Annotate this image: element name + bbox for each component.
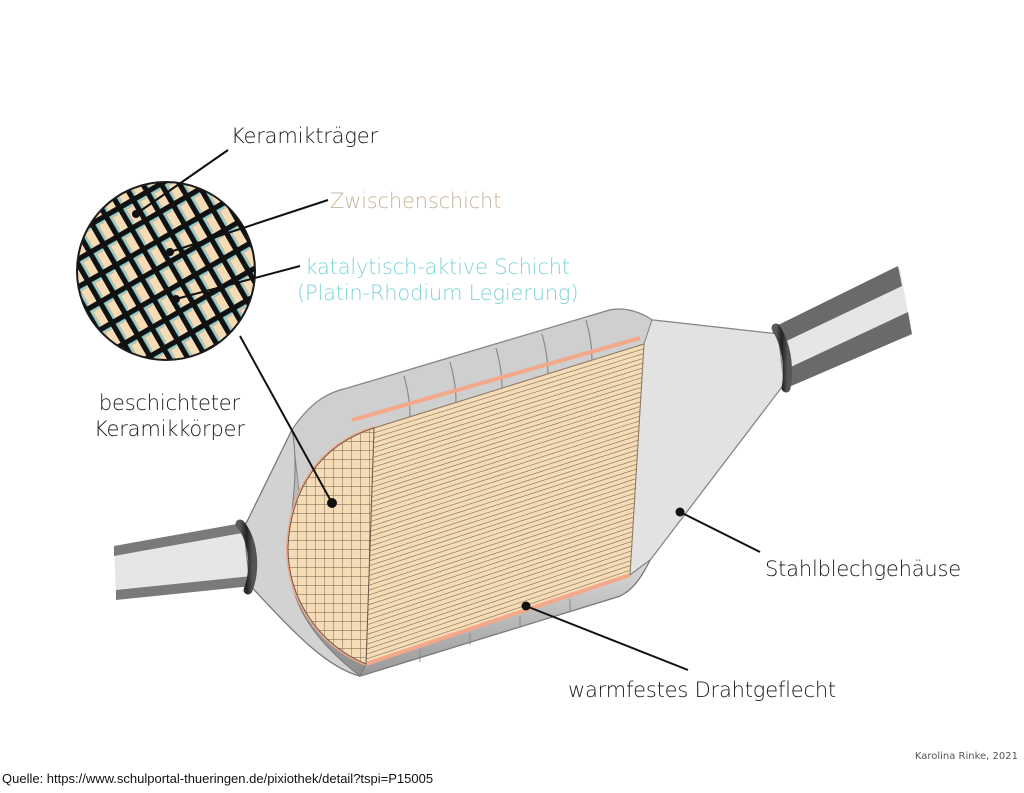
ceramic-channel-line	[370, 449, 638, 537]
ceramic-end-face	[287, 427, 375, 665]
ceramic-channel-line	[372, 396, 641, 483]
ceramic-channel-line	[373, 358, 644, 444]
ceramic-channel-line	[369, 468, 637, 557]
ceramic-channel-line	[366, 550, 632, 640]
ceramic-channel-line	[367, 516, 634, 606]
source-line: Quelle: https://www.schulportal-thuering…	[2, 771, 434, 786]
ceramic-channel-line	[366, 569, 631, 660]
ceramic-channel-line	[366, 555, 632, 645]
label-katalytische-schicht-line2: (Platin-Rhodium Legierung)	[297, 281, 579, 305]
ceramic-channel-line	[367, 526, 634, 616]
ceramic-channel-line	[372, 386, 642, 473]
leader-dots	[132, 210, 685, 611]
label-zwischenschicht: Zwischenschicht	[330, 189, 502, 213]
ceramic-channel-line	[371, 425, 640, 512]
ceramic-channel-line	[371, 406, 641, 493]
inlet-ring	[235, 519, 258, 595]
ceramic-channel-line	[370, 430, 639, 517]
ceramic-channel-line	[372, 377, 643, 463]
ceramic-channel-line	[372, 391, 642, 478]
label-katalytische-schicht-line1: katalytisch-aktive Schicht	[305, 255, 570, 279]
ceramic-channel-line	[373, 348, 644, 434]
ceramic-channel-line	[371, 415, 640, 503]
ceramic-channel-line	[368, 502, 635, 591]
ceramic-channel-line	[368, 492, 636, 581]
ceramic-channel-line	[369, 473, 637, 562]
author-credit: Karolina Rinke, 2021	[914, 751, 1018, 762]
ceramic-channel-line	[366, 560, 631, 650]
ceramic-channel-line	[370, 454, 638, 542]
ceramic-channel-line	[372, 372, 643, 458]
ceramic-channel-line	[367, 521, 634, 611]
ceramic-channel-line	[366, 565, 631, 655]
outlet-ring	[771, 323, 793, 393]
ceramic-channel-line	[367, 536, 633, 625]
ceramic-channel-line	[367, 540, 633, 630]
ceramic-channel-line	[368, 507, 635, 596]
ceramic-channel-line	[368, 497, 635, 586]
ceramic-channel-line	[371, 411, 641, 498]
ceramic-channel-line	[366, 545, 632, 635]
ceramic-channel-line	[373, 367, 643, 453]
label-katalytische-schicht: katalytisch-aktive Schicht (Platin-Rhodi…	[297, 254, 579, 306]
ceramic-channel-line	[370, 439, 639, 527]
ceramic-channel-line	[370, 444, 638, 532]
label-keramiktraeger: Keramikträger	[231, 124, 378, 148]
ceramic-channel-line	[373, 362, 643, 449]
leader-lines	[135, 149, 761, 671]
ceramic-channel-line	[369, 463, 637, 552]
ceramic-channel-line	[369, 483, 636, 571]
label-beschichteter-line1: beschichteter	[98, 391, 240, 415]
inlet-pipe	[114, 522, 252, 600]
label-beschichteter-keramikkoerper: beschichteter Keramikkörper	[94, 390, 245, 442]
ceramic-body	[365, 343, 645, 665]
ceramic-channel-line	[368, 512, 634, 601]
ceramic-channel-line	[369, 478, 636, 566]
ceramic-channel-line	[373, 353, 644, 439]
ceramic-channel-line	[369, 459, 638, 547]
ceramic-channel-line	[371, 420, 640, 508]
outlet-pipe	[772, 266, 912, 390]
ceramic-channel-line	[367, 531, 633, 621]
label-beschichteter-line2: Keramikkörper	[94, 417, 245, 441]
ceramic-channel-line	[370, 435, 639, 522]
ceramic-channel-line	[371, 401, 641, 488]
ceramic-channel-line	[368, 488, 636, 576]
magnified-detail-circle	[76, 181, 256, 361]
ceramic-channel-line	[372, 382, 642, 468]
label-drahtgeflecht: warmfestes Drahtgeflecht	[568, 678, 836, 702]
label-stahlblechgehaeuse: Stahlblechgehäuse	[765, 557, 961, 581]
